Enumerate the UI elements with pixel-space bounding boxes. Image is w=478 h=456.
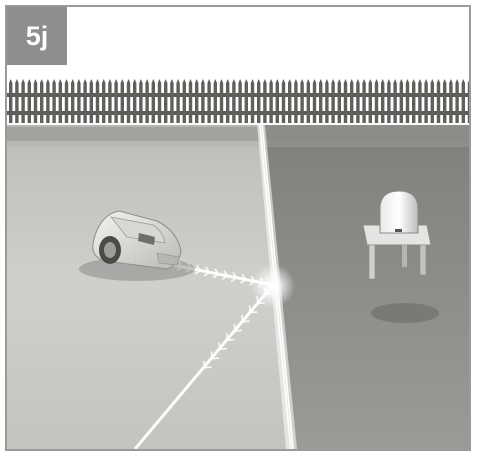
- fence-picket: [269, 83, 272, 123]
- fence-picket: [108, 83, 111, 123]
- fence-picket: [114, 83, 117, 123]
- fence-picket: [424, 83, 427, 123]
- signal-glow: [251, 264, 295, 308]
- step-badge: 5j: [7, 7, 67, 65]
- fence-picket: [232, 83, 235, 123]
- fence-picket: [400, 83, 403, 123]
- fence-picket: [127, 83, 130, 123]
- fence-picket: [133, 83, 136, 123]
- fence-picket: [65, 83, 68, 123]
- lawn-left: [7, 125, 290, 449]
- fence-picket: [176, 83, 179, 123]
- fence-picket: [344, 83, 347, 123]
- fence-picket: [152, 83, 155, 123]
- fence-picket: [21, 83, 24, 123]
- fence-picket: [214, 83, 217, 123]
- fence-picket: [9, 83, 12, 123]
- fence-picket: [356, 83, 359, 123]
- fence-picket: [46, 83, 49, 123]
- fence-picket: [96, 83, 99, 123]
- fence-picket: [319, 83, 322, 123]
- lawn: [7, 125, 469, 449]
- fence-picket: [431, 83, 434, 123]
- fence-picket: [393, 83, 396, 123]
- fence-picket: [139, 83, 142, 123]
- station-shadow: [371, 303, 439, 323]
- fence-picket: [207, 83, 210, 123]
- fence-picket: [183, 83, 186, 123]
- fence-picket: [59, 83, 62, 123]
- fence-picket: [387, 83, 390, 123]
- fence-picket: [121, 83, 124, 123]
- fence-picket: [375, 83, 378, 123]
- fence-picket: [288, 83, 291, 123]
- fence-picket: [201, 83, 204, 123]
- fence-picket: [263, 83, 266, 123]
- fence-picket: [195, 83, 198, 123]
- fence-picket: [77, 83, 80, 123]
- fence-picket: [245, 83, 248, 123]
- fence-picket: [34, 83, 37, 123]
- illustration-scene: [7, 7, 469, 449]
- fence-picket: [369, 83, 372, 123]
- station-dome: [380, 191, 418, 233]
- fence-picket: [257, 83, 260, 123]
- fence-picket: [145, 83, 148, 123]
- fence-picket: [102, 83, 105, 123]
- fence-picket: [437, 83, 440, 123]
- illustration-frame: 5j: [5, 5, 471, 451]
- fence-picket: [90, 83, 93, 123]
- fence-shadow: [7, 127, 469, 141]
- station-led: [395, 229, 402, 232]
- fence-picket: [170, 83, 173, 123]
- fence-picket: [362, 83, 365, 123]
- fence-picket: [462, 83, 465, 123]
- fence-picket: [338, 83, 341, 123]
- step-label: 5j: [26, 21, 49, 52]
- fence-picket: [164, 83, 167, 123]
- fence-picket: [331, 83, 334, 123]
- fence-picket: [443, 83, 446, 123]
- fence-picket: [282, 83, 285, 123]
- fence-picket: [158, 83, 161, 123]
- fence-picket: [350, 83, 353, 123]
- fence-picket: [189, 83, 192, 123]
- fence-picket: [325, 83, 328, 123]
- fence-picket: [313, 83, 316, 123]
- fence-picket: [294, 83, 297, 123]
- fence-picket: [238, 83, 241, 123]
- fence-picket: [251, 83, 254, 123]
- fence-picket: [28, 83, 31, 123]
- fence-picket: [276, 83, 279, 123]
- fence-picket: [83, 83, 86, 123]
- fence-picket: [307, 83, 310, 123]
- fence-picket: [455, 83, 458, 123]
- fence-picket: [15, 83, 18, 123]
- fence-picket: [220, 83, 223, 123]
- fence-picket: [468, 83, 469, 123]
- fence-picket: [52, 83, 55, 123]
- fence-picket: [40, 83, 43, 123]
- fence-picket: [300, 83, 303, 123]
- fence-picket: [406, 83, 409, 123]
- fence-picket: [412, 83, 415, 123]
- fence-picket: [381, 83, 384, 123]
- fence-picket: [449, 83, 452, 123]
- fence-picket: [418, 83, 421, 123]
- fence-picket: [71, 83, 74, 123]
- fence-picket: [226, 83, 229, 123]
